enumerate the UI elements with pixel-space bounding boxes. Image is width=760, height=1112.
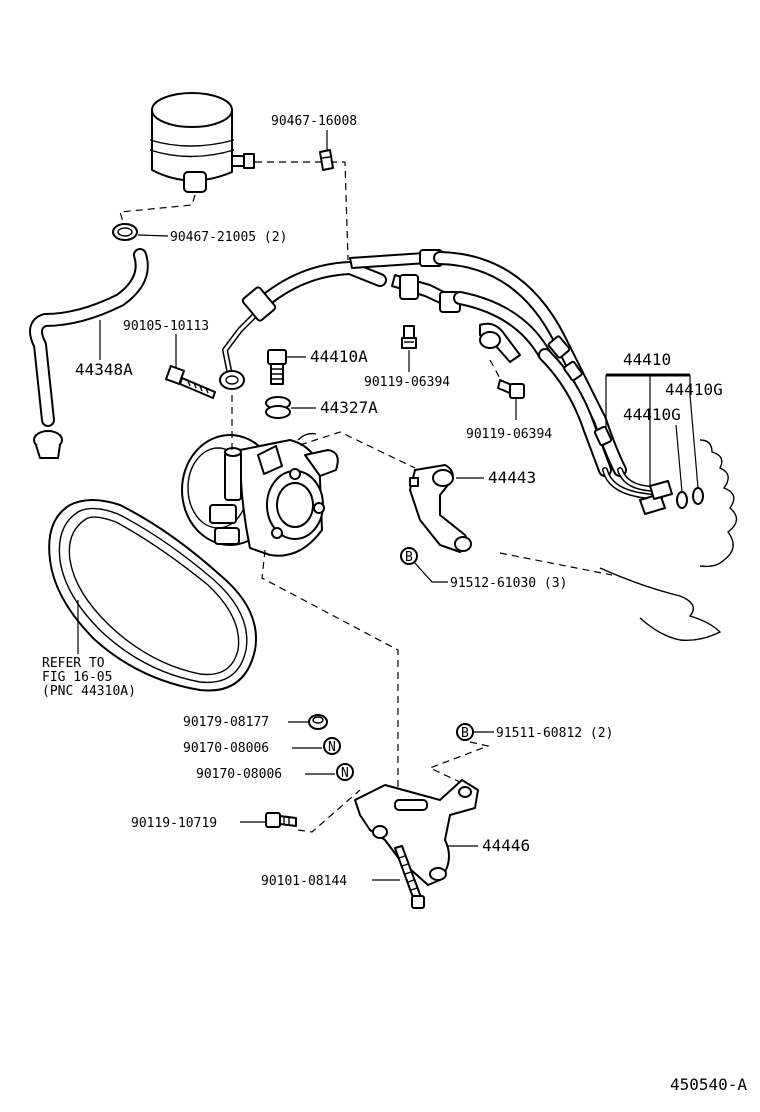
marker-b-60812-text: B xyxy=(461,726,469,741)
leader-61030 xyxy=(413,561,448,583)
label-90119-10719: 90119-10719 xyxy=(131,816,217,831)
label-44446: 44446 xyxy=(482,836,530,855)
union-bolt-44410A xyxy=(267,349,287,385)
label-90119-06394-b: 90119-06394 xyxy=(466,427,552,442)
label-44327A: 44327A xyxy=(320,398,378,417)
diagram-id: 450540-A xyxy=(670,1075,747,1094)
dash-reservoir-clamp xyxy=(119,194,196,226)
marker-b-60812 xyxy=(456,723,474,741)
leader-44410G-b xyxy=(675,424,683,493)
label-90101-08144: 90101-08144 xyxy=(261,874,347,889)
label-91512-61030: 91512-61030 (3) xyxy=(450,576,567,591)
marker-n-a-text: N xyxy=(328,740,336,755)
label-belt-ref-3: (PNC 44310A) xyxy=(42,684,136,699)
dash-60812 xyxy=(428,741,491,783)
clamp-hose-bottom xyxy=(33,430,63,459)
label-90179-08177: 90179-08177 xyxy=(183,715,269,730)
dash-pump-44443 xyxy=(299,431,416,469)
marker-b-61030 xyxy=(400,547,418,565)
dash-10719 xyxy=(297,789,361,833)
bolt-10113 xyxy=(165,365,216,399)
leader-21005 xyxy=(137,234,169,237)
bolt-06394-b xyxy=(497,379,525,399)
pump-fitting xyxy=(219,370,245,390)
gaskets-44327A xyxy=(265,396,291,419)
bracket-44443 xyxy=(409,464,472,553)
stud-08144 xyxy=(394,845,425,909)
label-44443: 44443 xyxy=(488,468,536,487)
cap-08177 xyxy=(308,714,328,730)
bolt-10719 xyxy=(265,812,297,828)
hose-44348A xyxy=(29,248,149,427)
label-belt-ref-2: FIG 16-05 xyxy=(42,670,112,685)
return-tubes xyxy=(433,251,673,515)
label-44410G-b: 44410G xyxy=(623,405,681,424)
bracket-44446 xyxy=(354,779,479,886)
dash-61030 xyxy=(499,552,613,576)
label-44410: 44410 xyxy=(623,350,671,369)
label-90170-08006-a: 90170-08006 xyxy=(183,741,269,756)
marker-b-61030-text: B xyxy=(405,550,413,565)
label-44348A: 44348A xyxy=(75,360,133,379)
reservoir xyxy=(149,92,255,193)
label-90170-08006-b: 90170-08006 xyxy=(196,767,282,782)
leader-44410G-a xyxy=(689,375,699,489)
power-steering-pump xyxy=(181,432,339,557)
label-91511-60812: 91511-60812 (2) xyxy=(496,726,613,741)
marker-n-b-text: N xyxy=(341,766,349,781)
marker-n-a xyxy=(323,737,341,755)
label-44410A: 44410A xyxy=(310,347,368,366)
drive-belt xyxy=(48,499,257,692)
clamp-16008 xyxy=(319,149,334,171)
engine-outline-lower xyxy=(599,567,722,642)
clamp-21005 xyxy=(112,223,138,241)
bolt-06394-a xyxy=(401,325,417,349)
label-90467-16008: 90467-16008 xyxy=(271,114,357,129)
dash-pump-44446 xyxy=(261,549,399,800)
engine-outline-right xyxy=(699,439,738,568)
label-belt-ref-1: REFER TO xyxy=(42,656,105,671)
label-44410G-a: 44410G xyxy=(665,380,723,399)
orings-44410G xyxy=(676,487,704,509)
label-90467-21005: 90467-21005 (2) xyxy=(170,230,287,245)
label-90119-06394-a: 90119-06394 xyxy=(364,375,450,390)
dash-clamp-top xyxy=(330,161,349,261)
marker-n-b xyxy=(336,763,354,781)
label-90105-10113: 90105-10113 xyxy=(123,319,209,334)
pressure-hose xyxy=(222,261,387,378)
dash-06394-b xyxy=(489,359,503,383)
